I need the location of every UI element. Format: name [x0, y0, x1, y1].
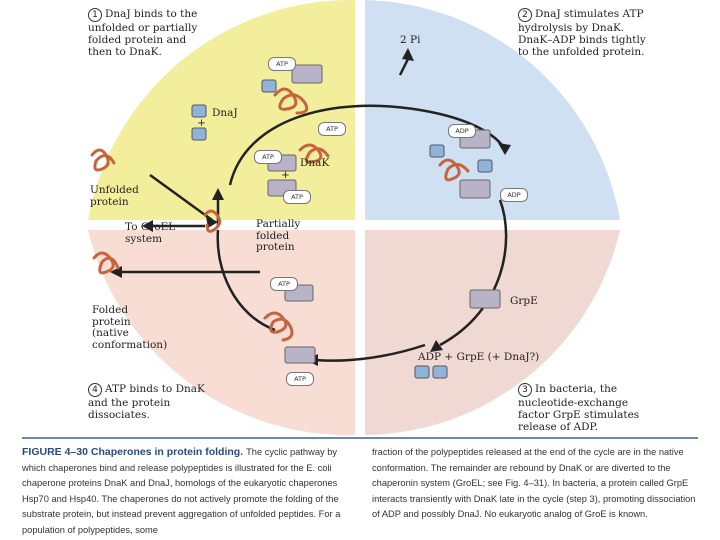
partially-folded-label: Partially folded protein [256, 218, 301, 253]
quadrant-bottom-right [365, 230, 620, 435]
folded-protein-label: Folded protein (native conformation) [92, 304, 168, 351]
atp-tag: ATP [286, 372, 314, 386]
atp-tag: ATP [254, 150, 282, 164]
step-3-number: 3 [518, 383, 532, 397]
caption-right-column: fraction of the polypeptides released at… [372, 445, 697, 523]
to-groel-label: To GroEL system [125, 221, 176, 245]
cycle-arrow-top [228, 104, 507, 186]
step-4-number: 4 [88, 383, 102, 397]
dnaj-shape-4 [429, 144, 445, 158]
dnak-shape-7 [469, 289, 501, 309]
two-pi-label: 2 Pi [400, 34, 421, 46]
plus-sign: + [281, 169, 290, 181]
folded-protein-strand [92, 251, 120, 275]
caption-left-column: FIGURE 4–30 Chaperones in protein foldin… [22, 445, 347, 538]
bound-protein-strand-2 [298, 143, 330, 164]
dnaj-shape-3 [191, 127, 207, 141]
dnaj-shape-1 [261, 79, 277, 93]
dnaj-label: DnaJ [212, 107, 238, 119]
partial-protein-strand [203, 209, 222, 233]
dnaj-shapes [191, 79, 493, 379]
plus-sign: + [197, 117, 206, 129]
dnaj-shape-6 [414, 365, 430, 379]
caption-left-text: The cyclic pathway by which chaperones b… [22, 447, 341, 535]
atp-tag: ATP [270, 277, 298, 291]
bound-protein-strand-4 [263, 311, 294, 342]
dnak-shape-5 [459, 179, 491, 199]
cycle-arrow-bottom [314, 343, 426, 362]
protein-strands [90, 87, 470, 342]
atp-tag: ATP [318, 122, 346, 136]
dnaj-shape-5 [477, 159, 493, 173]
unfolded-protein-strand [90, 148, 116, 172]
step-2-number: 2 [518, 8, 532, 22]
grpe-label: GrpE [510, 295, 538, 307]
atp-tag: ATP [268, 57, 296, 71]
dnaj-shape-2 [191, 104, 207, 118]
step-1-number: 1 [88, 8, 102, 22]
adp-tag: ADP [448, 124, 476, 138]
adp-grpe-label: ADP + GrpE (+ DnaJ?) [418, 351, 540, 363]
step-4-label: ATP binds to DnaK and the protein dissoc… [88, 383, 205, 421]
step-2-label: DnaJ stimulates ATP hydrolysis by DnaK. … [518, 8, 646, 58]
dnak-label: DnaK [300, 157, 330, 169]
atp-tag: ATP [283, 190, 311, 204]
bound-protein-strand-3 [438, 158, 470, 182]
quadrant-top-right [365, 0, 620, 220]
step-3-label: In bacteria, the nucleotide-exchange fac… [518, 383, 640, 433]
caption-heading: FIGURE 4–30 Chaperones in protein foldin… [22, 446, 244, 458]
adp-tag: ADP [500, 188, 528, 202]
cycle-arrow-left [216, 229, 276, 332]
unfolded-protein-label: Unfolded protein [90, 184, 139, 208]
step-1-label: DnaJ binds to the unfolded or partially … [88, 8, 198, 58]
cycle-arrow-right [439, 199, 508, 347]
caption-rule [22, 437, 698, 439]
unfolded-entry-arrow [149, 173, 213, 222]
dnaj-shape-7 [432, 365, 448, 379]
caption-right-text: fraction of the polypeptides released at… [372, 447, 696, 519]
dnak-shape-1 [291, 64, 323, 84]
dnak-shape-8 [284, 346, 316, 364]
bound-protein-strand-1 [273, 87, 309, 115]
